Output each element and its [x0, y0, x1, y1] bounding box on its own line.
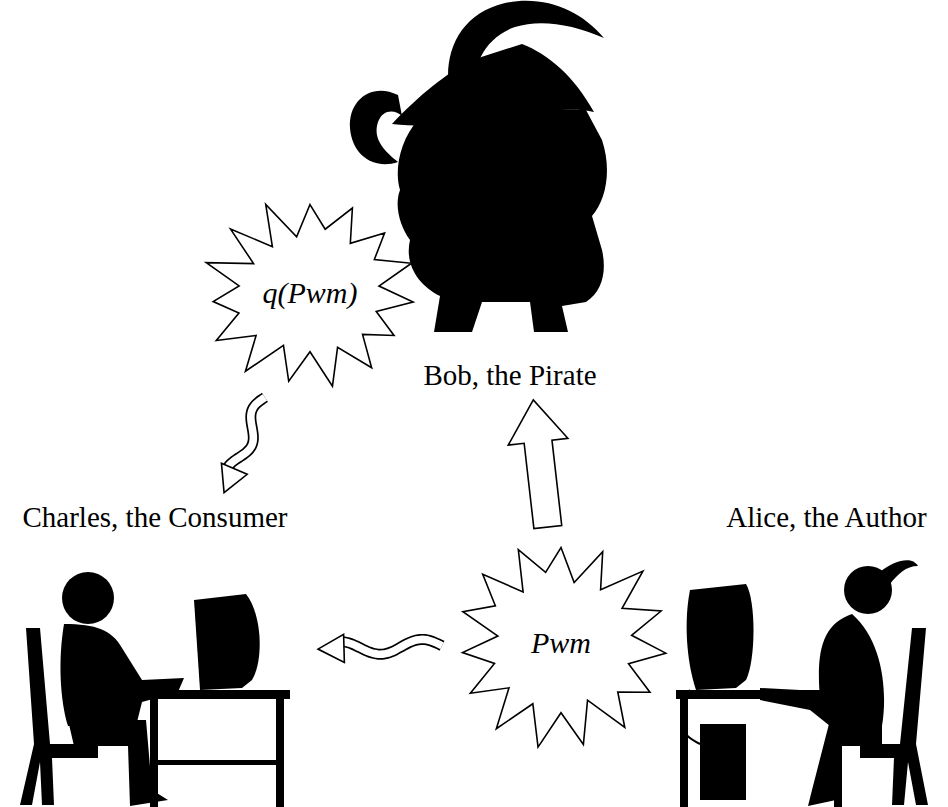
consumer-silhouette: [20, 572, 290, 807]
character-node: Charles, the Consumer: [0, 500, 310, 807]
computer-tower: [700, 724, 746, 800]
character-label: Bob, the Pirate: [423, 358, 596, 392]
desk-leg: [276, 699, 284, 807]
starburst-node: Pwm: [450, 535, 672, 750]
pirate-silhouette: [350, 1, 607, 332]
pirate-body: [398, 108, 607, 332]
monitor: [194, 594, 260, 690]
character-node: Alice, the Author: [705, 500, 948, 807]
character-label: Alice, the Author: [726, 500, 927, 534]
wavy-arrow: [318, 634, 442, 662]
desk-bar: [150, 760, 284, 765]
consumer-torso: [61, 624, 184, 726]
wavy-shaft-fill: [340, 639, 442, 654]
monitor: [687, 584, 754, 690]
wavy-arrow: [221, 397, 265, 492]
wavy-shaft-outline: [340, 639, 442, 654]
starburst-shape: [206, 204, 413, 386]
author-legs: [808, 720, 882, 806]
desk-leg: [150, 699, 158, 807]
cable: [683, 690, 700, 744]
author-silhouette: [676, 560, 928, 807]
character-label: Charles, the Consumer: [23, 500, 288, 534]
character-node: Bob, the Pirate: [360, 0, 660, 392]
hollow-arrow-body: [508, 400, 568, 529]
hollow-arrow: [508, 400, 568, 529]
pirate-arm: [452, 110, 500, 180]
starburst-shape: [463, 548, 666, 748]
watermark-label: Pwm: [531, 626, 591, 660]
wavy-shaft-outline: [226, 397, 265, 469]
author-torso: [760, 614, 884, 726]
desk-top: [145, 690, 290, 699]
ponytail: [880, 560, 918, 584]
starburst-node: q(Pwm): [200, 195, 420, 390]
chair: [860, 628, 928, 805]
consumer-head: [62, 572, 114, 624]
hair-ribbon: [350, 91, 402, 165]
arrow-head: [221, 463, 247, 492]
arrow-head: [318, 634, 344, 662]
watermark-label: q(Pwm): [263, 276, 358, 310]
wavy-shaft-fill: [226, 397, 265, 469]
